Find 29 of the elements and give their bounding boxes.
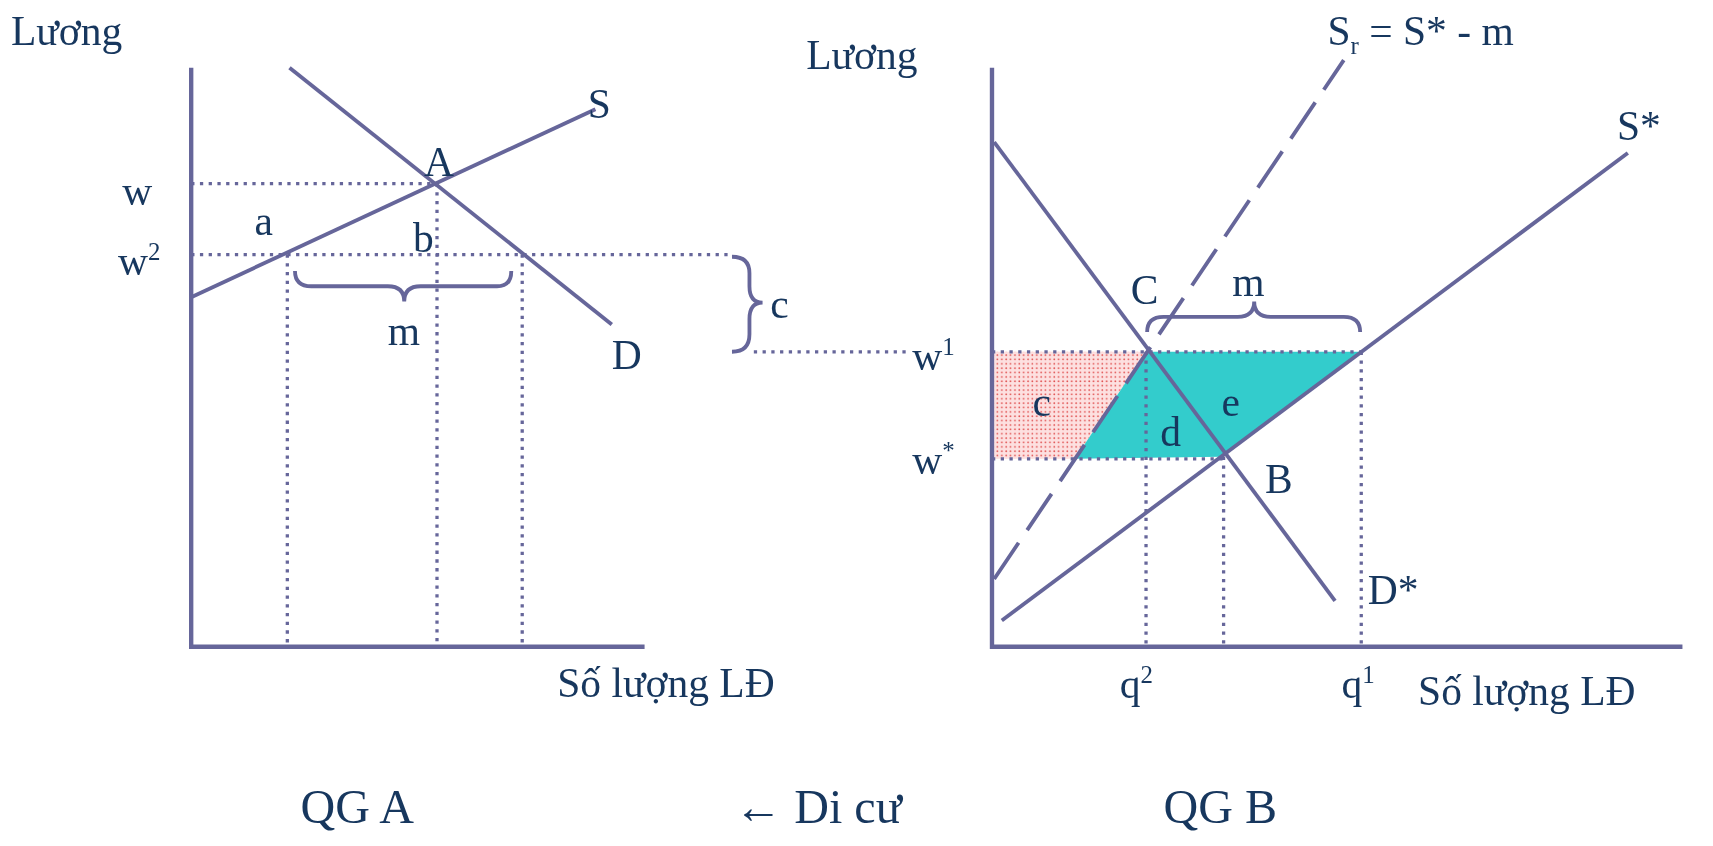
- tick-label: q$^{1}$: [1341, 660, 1375, 708]
- tick-label: w$^{2}$: [118, 238, 161, 285]
- panel-title: QG A: [300, 781, 414, 834]
- area-label: c: [770, 281, 789, 328]
- curve-label: D*: [1367, 568, 1419, 614]
- curve-label: S: [587, 81, 611, 128]
- curve-label: D: [611, 333, 642, 379]
- point-label: B: [1265, 456, 1293, 503]
- area-label: a: [254, 198, 273, 245]
- area-label: d: [1160, 409, 1181, 456]
- migration-label: ← Di cư: [734, 781, 902, 834]
- point-label: C: [1130, 267, 1159, 314]
- axis-label: Lương: [806, 32, 918, 79]
- brace-label: m: [387, 309, 421, 355]
- area-label: b: [412, 216, 434, 262]
- tick-label: w$^{1}$: [912, 333, 955, 380]
- panel-title: QG B: [1163, 781, 1278, 834]
- axis-label: Số lượng LĐ: [1418, 668, 1636, 715]
- tick-label: w: [122, 169, 153, 215]
- brace-label: m: [1232, 260, 1265, 306]
- area-label: e: [1221, 380, 1240, 426]
- tick-label: w$^{*}$: [912, 437, 955, 484]
- curve-label: S*: [1616, 103, 1661, 150]
- tick-label: q$^{2}$: [1119, 660, 1154, 708]
- curve-label: S$_{r}$ = S* - m: [1327, 8, 1514, 60]
- axis-label: Lương: [10, 8, 123, 55]
- point-label: A: [423, 139, 454, 186]
- axis-label: Số lượng LĐ: [557, 660, 775, 707]
- area-label: c: [1032, 380, 1051, 426]
